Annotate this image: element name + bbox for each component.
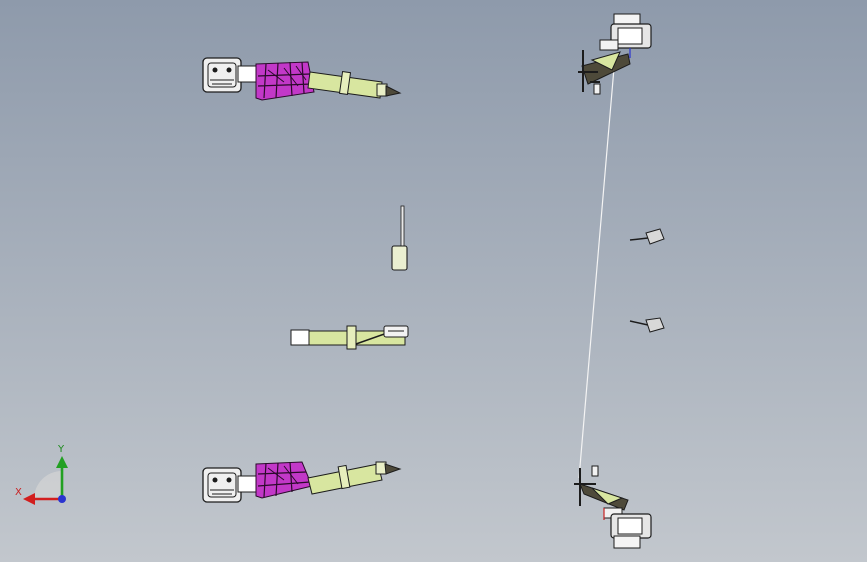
- bottom-left-arm-assembly[interactable]: [202, 461, 402, 503]
- top-left-arm-assembly[interactable]: [202, 57, 402, 101]
- coordinate-triad: [23, 456, 68, 505]
- right-fitting-lower[interactable]: [629, 317, 665, 333]
- right-fitting-upper[interactable]: [629, 228, 665, 245]
- bottom-right-motor-assembly[interactable]: [574, 465, 652, 549]
- middle-handle-part[interactable]: [391, 205, 408, 271]
- top-left-yellow-link[interactable]: [307, 70, 402, 99]
- middle-yellow-link[interactable]: [290, 325, 409, 350]
- z-axis-dot-icon: [58, 495, 66, 503]
- top-right-motor-assembly[interactable]: [578, 13, 652, 95]
- axis-x-label: X: [15, 487, 22, 498]
- connecting-rod[interactable]: [578, 67, 615, 479]
- bottom-left-yellow-link[interactable]: [307, 461, 402, 495]
- top-left-magenta-joint[interactable]: [255, 61, 315, 101]
- bottom-left-magenta-joint[interactable]: [255, 461, 313, 499]
- axis-y-label: Y: [58, 444, 65, 455]
